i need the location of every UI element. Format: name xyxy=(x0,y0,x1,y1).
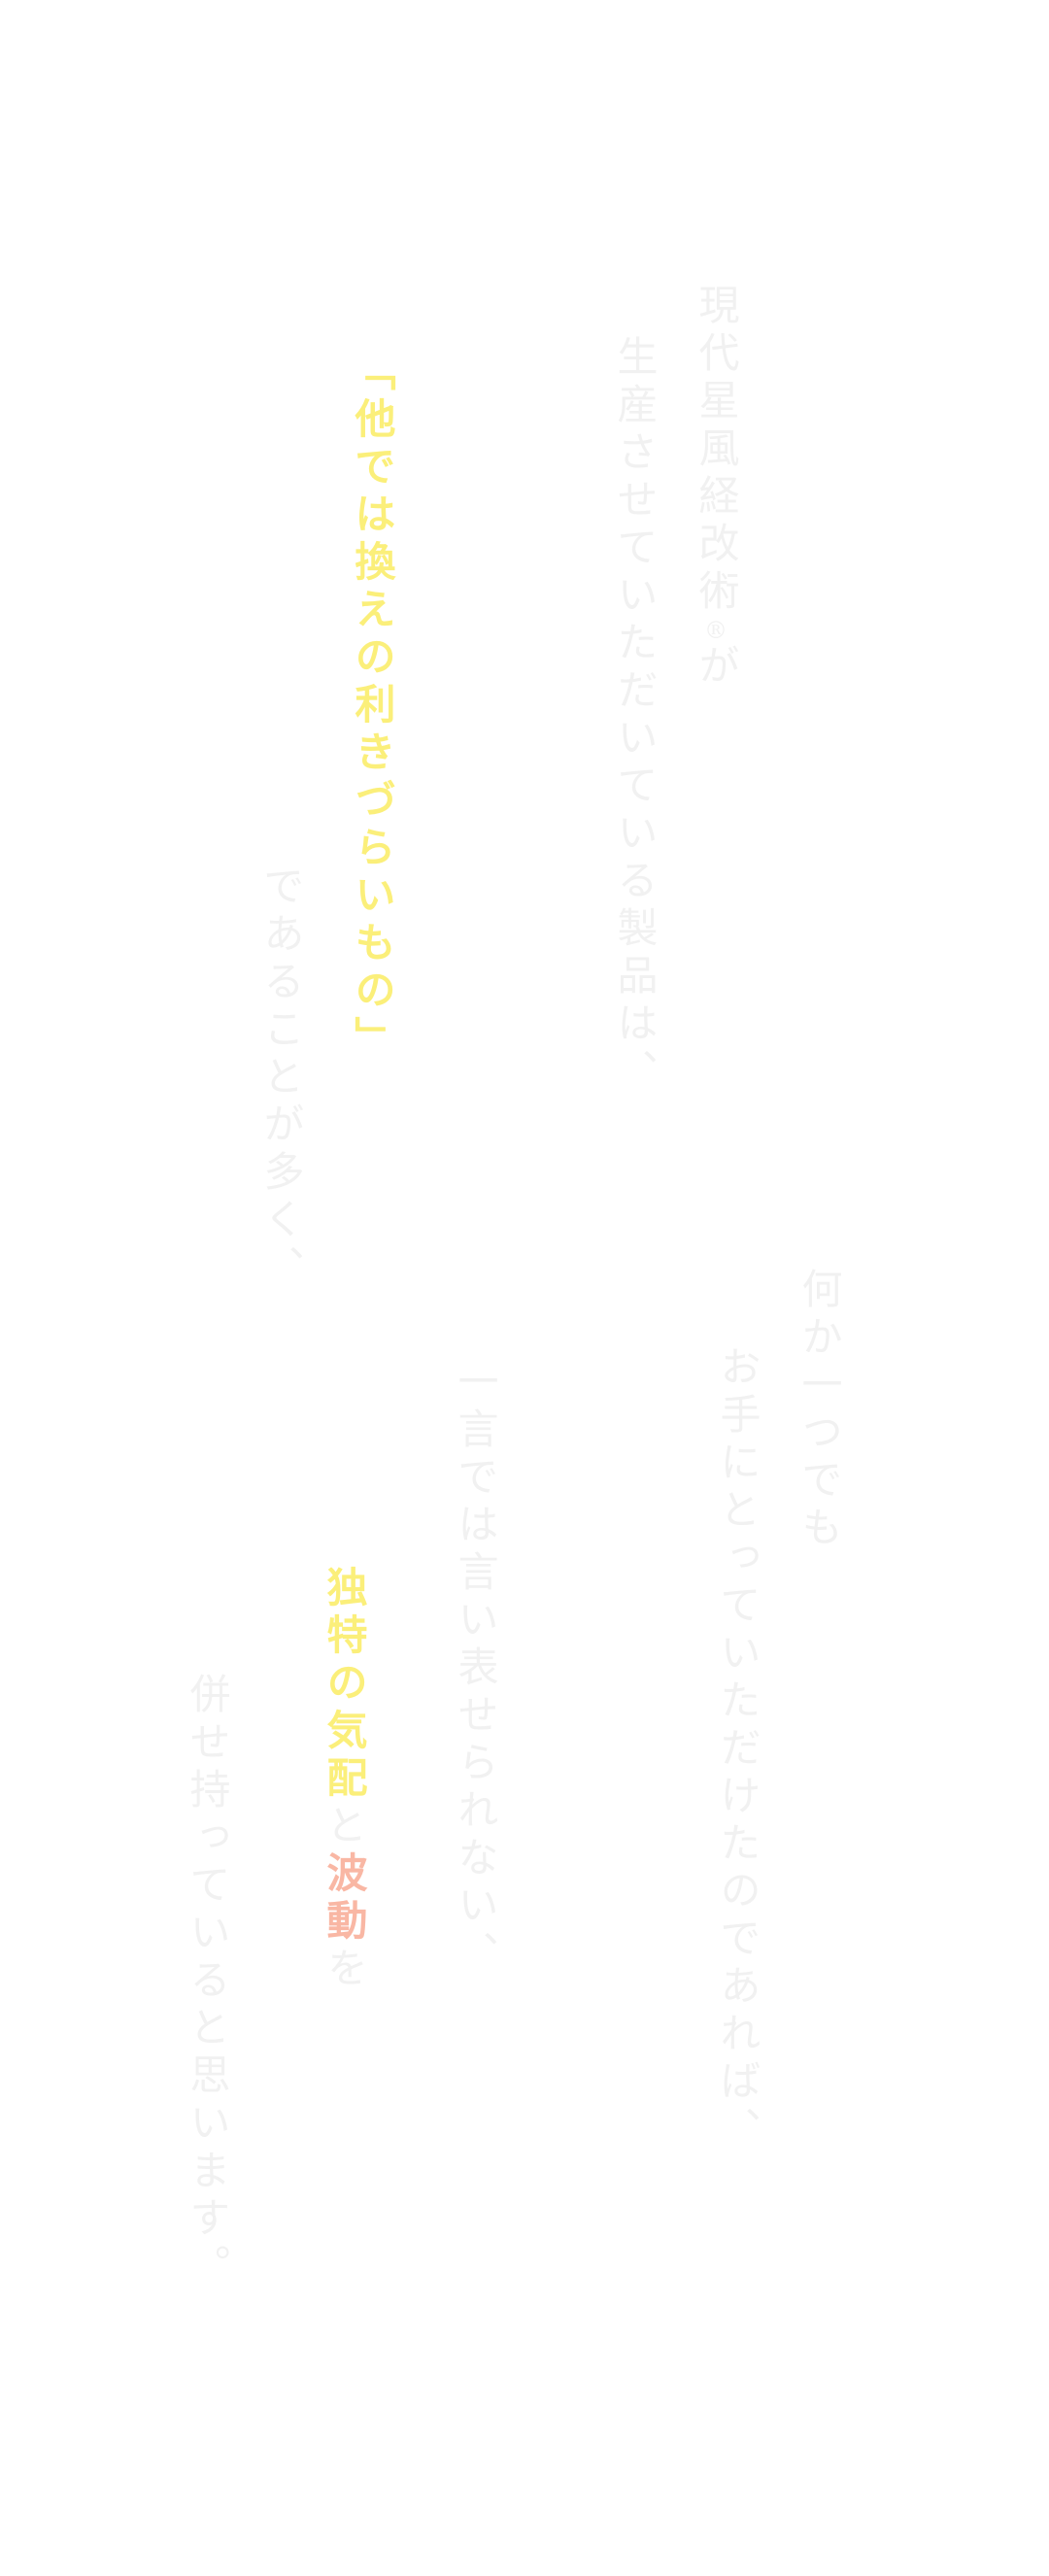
highlight-kehai-text: 独特の気配 xyxy=(321,1566,368,1804)
connector-text: と xyxy=(321,1804,368,1851)
vertical-text-column-4: であることが多く、 xyxy=(257,864,305,1293)
brand-name-text: 現代星風経改術 xyxy=(693,284,740,617)
vertical-text-column-5: 何か一つでも xyxy=(795,1268,843,1553)
vertical-text-column-2: 生産させていただいている製品は、 xyxy=(611,335,659,1097)
highlight-hado-text: 波動 xyxy=(321,1851,368,1947)
registered-mark: ® xyxy=(702,617,729,644)
particle-text: が xyxy=(693,644,740,692)
vertical-text-column-6: お手にとっていただけたのであれば、 xyxy=(714,1345,761,2154)
vertical-text-column-8: 独特の気配と波動を xyxy=(321,1566,368,1994)
particle-text: を xyxy=(321,1947,368,1994)
highlight-quote-column: 「他では換えの利きづらいもの」 xyxy=(349,350,396,1064)
vertical-text-column-1: 現代星風経改術®が xyxy=(693,284,740,692)
vertical-text-column-9: 併せ持っていると思います。 xyxy=(184,1673,231,2291)
vertical-text-column-7: 一言では言い表せられない、 xyxy=(452,1360,499,1979)
